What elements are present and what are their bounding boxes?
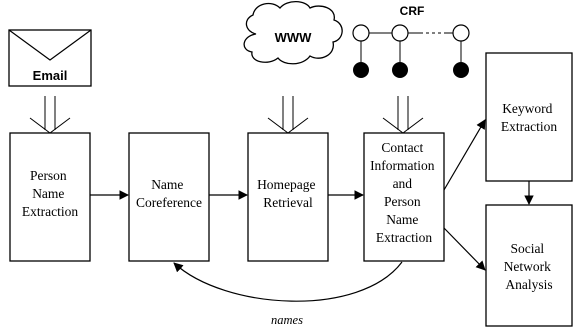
box-name-coreference: Name Coreference [128,132,210,262]
crf-graph: CRF [352,4,470,78]
box-text: Social [510,241,544,256]
svg-text:Keyword Extraction: Keyword Extraction [501,101,557,134]
www-input: WWW [243,0,343,65]
feedback-label: names [271,313,303,327]
email-label: Email [33,68,68,83]
feedback-arrow [173,261,403,302]
box-text: Name [32,186,64,201]
svg-text:Homepage Retrieval: Homepage Retrieval [257,177,319,210]
box-text: Contact [381,140,423,155]
flow-arrow [443,227,486,271]
box-text: Person [384,194,421,209]
crf-label: CRF [400,4,425,18]
crf-label-node [391,24,409,42]
svg-text:Person Name Ex: Person Name Extraction [22,168,78,219]
input-arrow-email [29,96,71,134]
box-text: Information [370,158,435,173]
box-text: Extraction [501,119,557,134]
box-text: Homepage [257,177,315,192]
cloud-icon [243,0,343,65]
box-text: Person [30,168,67,183]
input-arrow-crf [382,96,424,134]
flow-arrow [443,119,486,191]
box-social-network-analysis: Social Network Analysis [485,204,573,327]
crf-observation-node [453,62,469,78]
svg-text:Social Network: Social Network Analysis [504,241,555,292]
crf-label-node [452,24,470,42]
box-text: Extraction [22,204,78,219]
box-text: Name [386,212,418,227]
email-input: Email [8,29,92,87]
box-homepage-retrieval: Homepage Retrieval [247,132,329,262]
box-text: Extraction [376,230,432,245]
crf-label-node [352,24,370,42]
svg-text:Name Coreference: Name Coreference [136,177,202,210]
box-contact-information-extraction: Contact Information and Person Name Extr… [363,132,445,262]
box-text: Analysis [505,277,552,292]
box-text: Coreference [136,195,202,210]
box-text: Network [504,259,551,274]
box-text: Retrieval [263,195,313,210]
box-person-name-extraction: Person Name Extraction [9,132,91,262]
box-keyword-extraction: Keyword Extraction [485,52,573,182]
box-text: Keyword [502,101,552,116]
crf-observation-node [353,62,369,78]
input-arrow-www [267,96,309,134]
crf-observation-node [392,62,408,78]
box-text: Name [151,177,183,192]
envelope-flap [8,29,92,61]
box-text: and [393,176,413,191]
www-label: WWW [275,30,313,45]
svg-text:Contact Information: Contact Information and Person Name Extr… [370,140,438,245]
